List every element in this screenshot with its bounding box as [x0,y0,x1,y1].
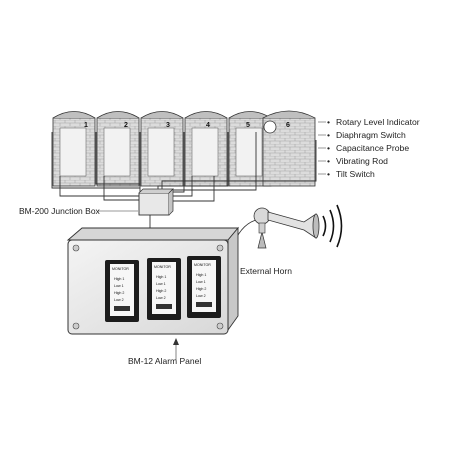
silo-group: 1 2 3 4 5 [52,110,316,187]
silo-2: 2 [96,111,140,187]
channel-label: High 1 [196,273,206,277]
sensor-type-item: Rotary Level Indicator [327,116,420,129]
channel-label: High 2 [156,289,166,293]
silo-number: 2 [124,122,128,129]
sensor-type-item: Tilt Switch [327,168,420,181]
channel-label: Low 2 [114,298,124,302]
module-brand: MONITOR [112,267,129,271]
channel-label: High 2 [196,287,206,291]
alarm-panel: MONITOR High 1 Low 1 High 2 Low 2 MONITO… [66,226,239,335]
silo-number: 5 [246,122,250,129]
silo-1: 1 [52,111,96,187]
pointer-arrow-icon [173,338,179,345]
sensor-type-item: Capacitance Probe [327,142,420,155]
reset-button[interactable] [114,306,130,311]
channel-label: Low 2 [196,294,206,298]
junction-box-label: BM-200 Junction Box [19,206,100,216]
silo-number: 3 [166,122,170,129]
alarm-module: MONITOR High 1 Low 1 High 2 Low 2 [105,260,139,322]
alarm-module: MONITOR High 1 Low 1 High 2 Low 2 [187,256,221,318]
rotary-level-indicator-icon [263,120,277,134]
reset-button[interactable] [156,304,172,309]
sensor-type-list: Rotary Level Indicator Diaphragm Switch … [327,116,420,181]
alarm-module: MONITOR High 1 Low 1 High 2 Low 2 [147,258,181,320]
channel-label: Low 2 [156,296,166,300]
reset-button[interactable] [196,302,212,307]
silo-4: 4 [184,111,228,187]
module-brand: MONITOR [154,265,171,269]
silo-number: 6 [286,122,290,129]
external-horn-label: External Horn [240,266,292,276]
channel-label: Low 1 [196,280,206,284]
junction-box [138,188,174,216]
alarm-panel-label: BM-12 Alarm Panel [128,356,202,366]
silo-6: 6 [262,110,316,187]
sound-waves-icon [322,204,343,248]
silo-number: 1 [84,122,88,129]
channel-label: High 1 [156,275,166,279]
sensor-type-item: Vibrating Rod [327,155,420,168]
silo-number: 4 [206,122,210,129]
channel-label: Low 1 [114,284,124,288]
channel-label: Low 1 [156,282,166,286]
external-horn [253,207,320,249]
module-brand: MONITOR [194,263,211,267]
sensor-type-item: Diaphragm Switch [327,129,420,142]
channel-label: High 2 [114,291,124,295]
channel-label: High 1 [114,277,124,281]
silo-3: 3 [140,111,184,187]
